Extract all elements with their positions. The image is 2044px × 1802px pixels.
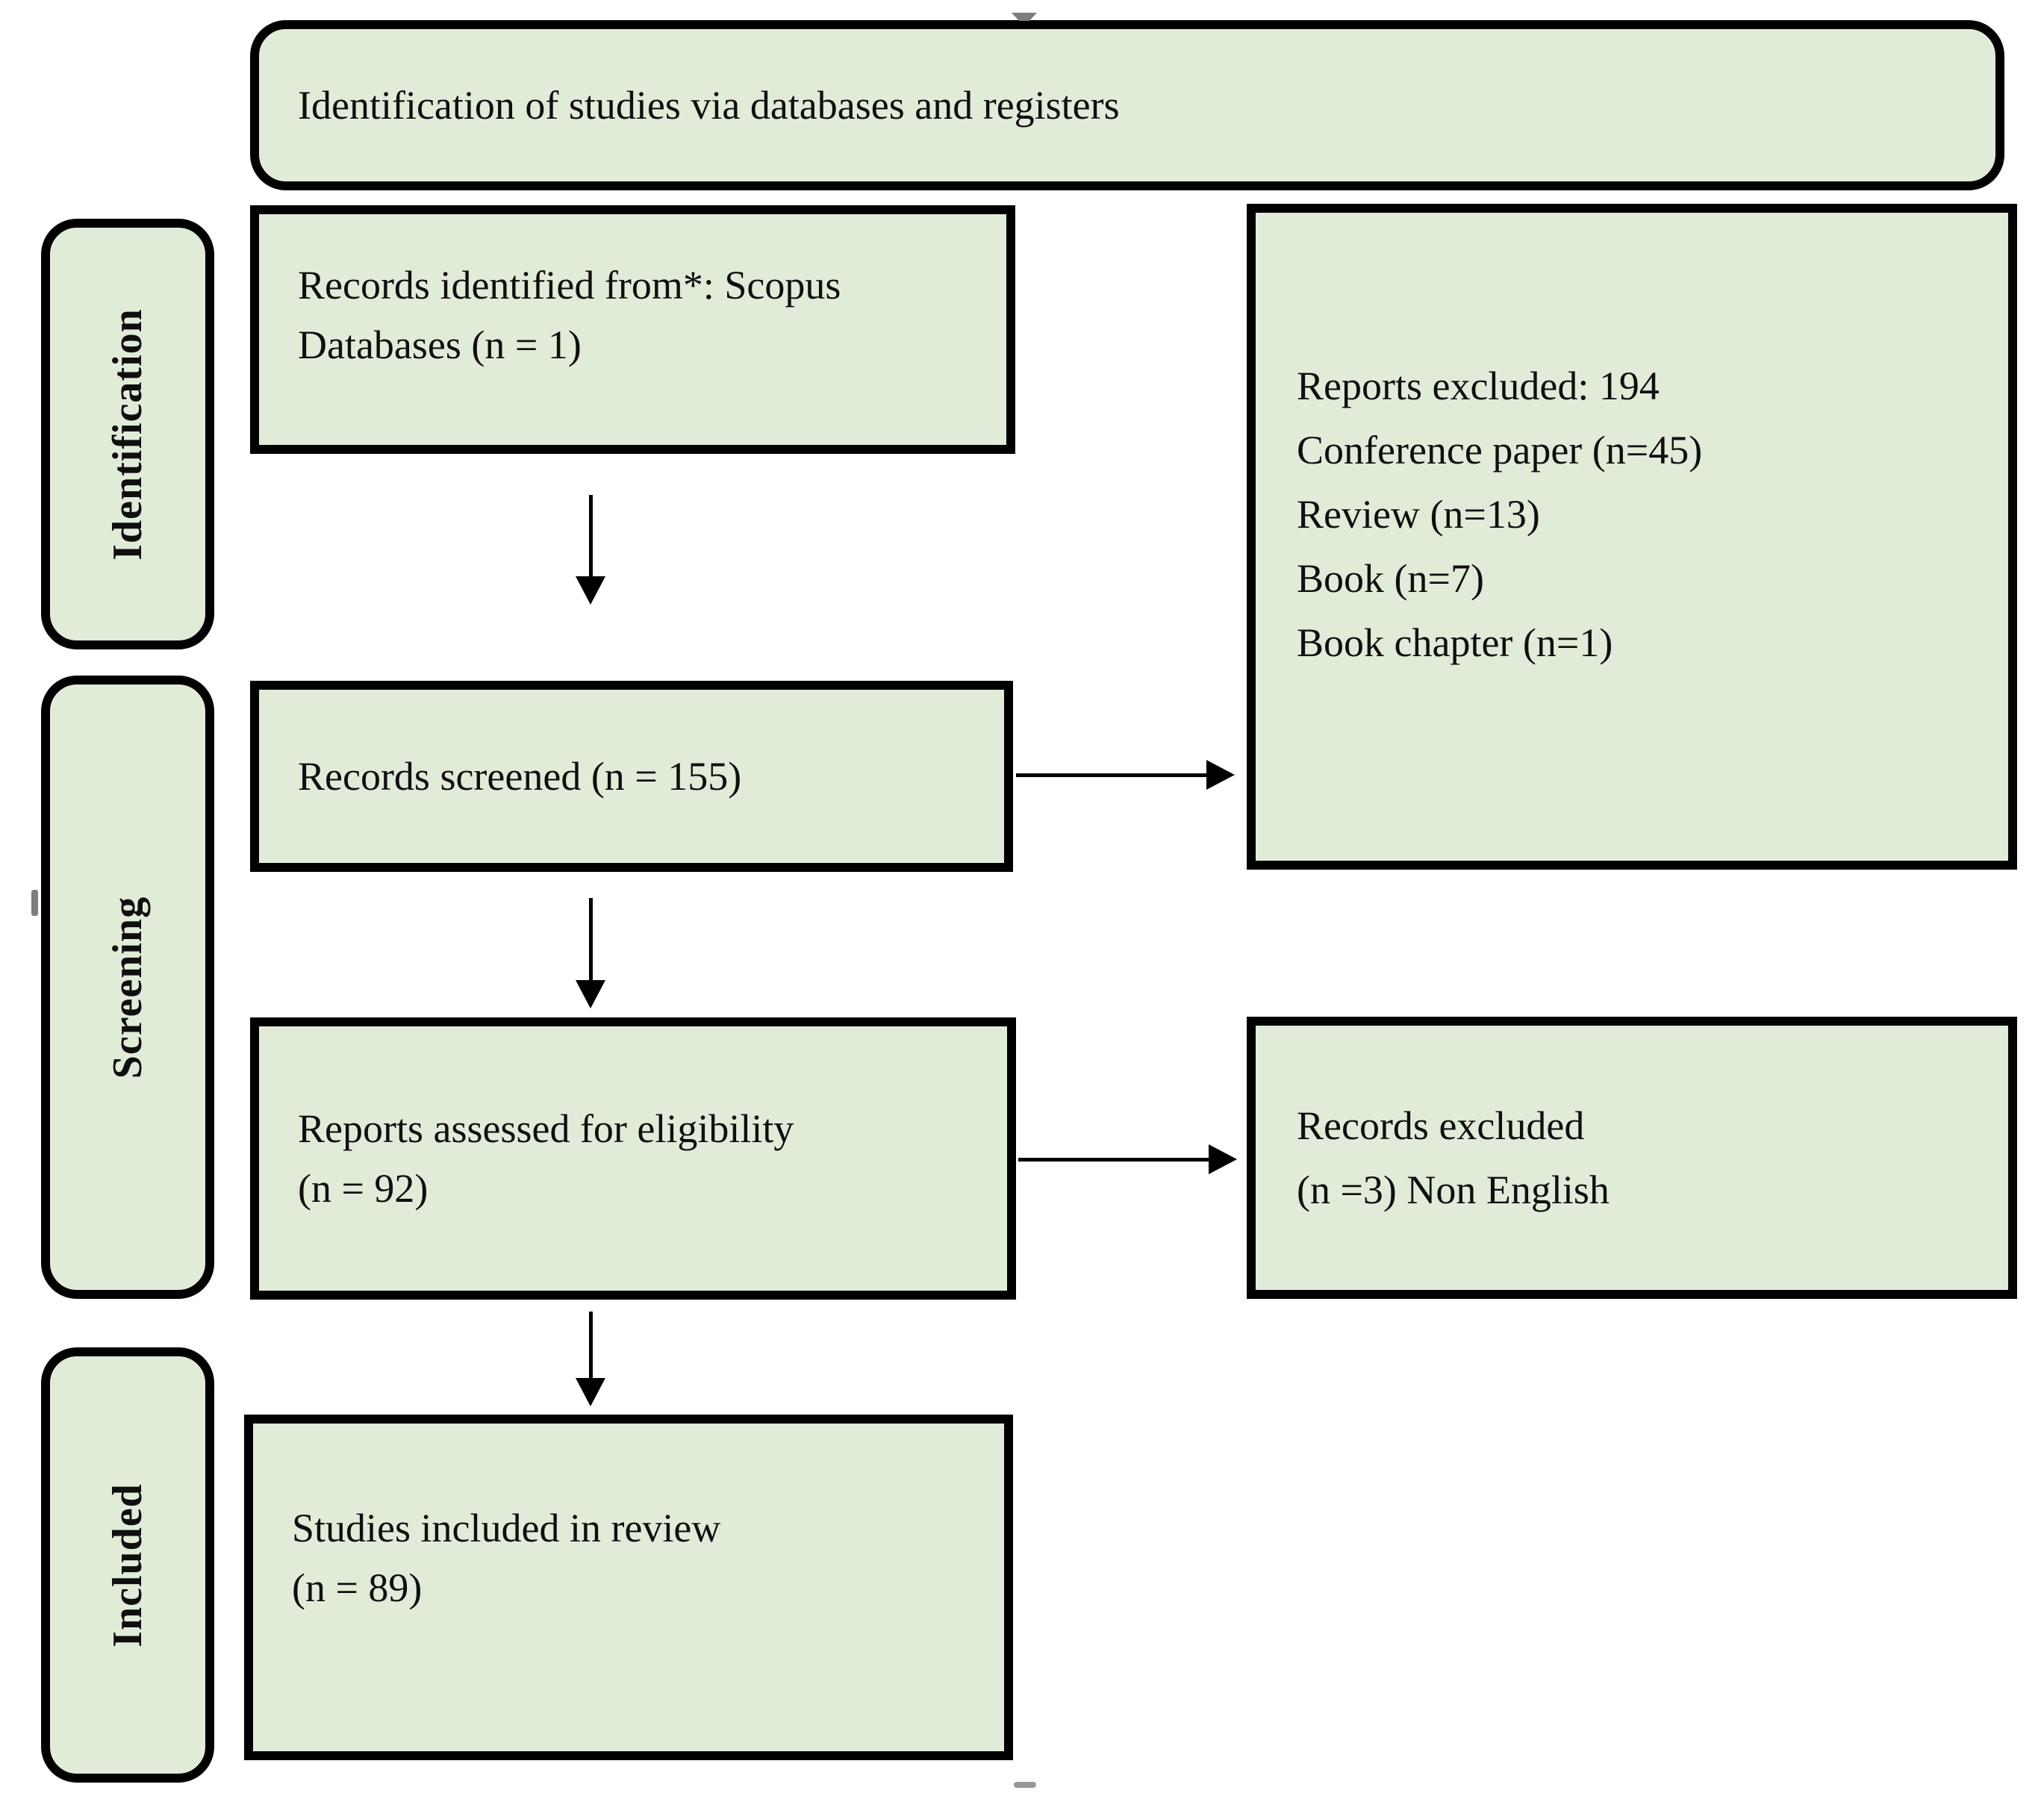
reports-excluded-line-2: Conference paper (n=45) [1297,428,1703,473]
stage-identification-label: Identification [105,308,151,561]
exclusion-box-reports-excluded: Reports excluded: 194 Conference paper (… [1247,204,2017,870]
reports-excluded-line-4: Book (n=7) [1297,556,1484,601]
arrow-right-head-2-icon [1209,1144,1237,1174]
stage-screening: Screening [41,676,214,1299]
arrow-down-identified-to-screened [589,495,593,579]
exclusion-box-records-excluded: Records excluded (n =3) Non English [1247,1017,2017,1299]
resize-handle-left-icon [31,890,38,916]
top-banner-title: Identification of studies via databases … [298,83,1120,128]
resize-handle-top-icon [1012,13,1037,21]
arrow-right-assessed-to-excluded [1018,1158,1211,1162]
studies-included-line-2: (n = 89) [292,1565,423,1610]
stage-included: Included [41,1347,214,1783]
reports-excluded-line-1: Reports excluded: 194 [1297,364,1660,408]
stage-screening-label: Screening [105,896,151,1079]
reports-excluded-line-3: Review (n=13) [1297,492,1540,537]
arrow-right-screened-to-excluded [1016,773,1209,777]
resize-handle-bottom-icon [1014,1782,1036,1788]
arrow-down-head-3-icon [576,1378,605,1406]
arrow-down-assessed-to-included [589,1312,593,1380]
flow-box-reports-assessed: Reports assessed for eligibility (n = 92… [250,1017,1016,1300]
arrow-down-head-2-icon [576,980,605,1008]
stage-included-label: Included [105,1483,152,1647]
reports-assessed-line-2: (n = 92) [298,1166,429,1211]
stage-identification: Identification [41,219,214,649]
flow-box-records-identified: Records identified from*: Scopus Databas… [250,205,1015,454]
records-excluded-line-1: Records excluded [1297,1103,1585,1148]
flow-box-studies-included: Studies included in review (n = 89) [244,1415,1013,1760]
records-identified-line-1: Records identified from*: Scopus [298,263,841,308]
arrow-down-screened-to-assessed [589,898,593,982]
studies-included-line-1: Studies included in review [292,1506,721,1550]
records-excluded-line-2: (n =3) Non English [1297,1167,1610,1212]
records-screened-line-1: Records screened (n = 155) [298,754,742,799]
arrow-down-head-1-icon [576,576,605,605]
arrow-right-head-1-icon [1206,760,1235,790]
top-banner: Identification of studies via databases … [250,20,2004,190]
reports-excluded-line-5: Book chapter (n=1) [1297,620,1613,665]
records-identified-line-2: Databases (n = 1) [298,322,582,367]
flow-box-records-screened: Records screened (n = 155) [250,681,1013,872]
reports-assessed-line-1: Reports assessed for eligibility [298,1106,794,1151]
